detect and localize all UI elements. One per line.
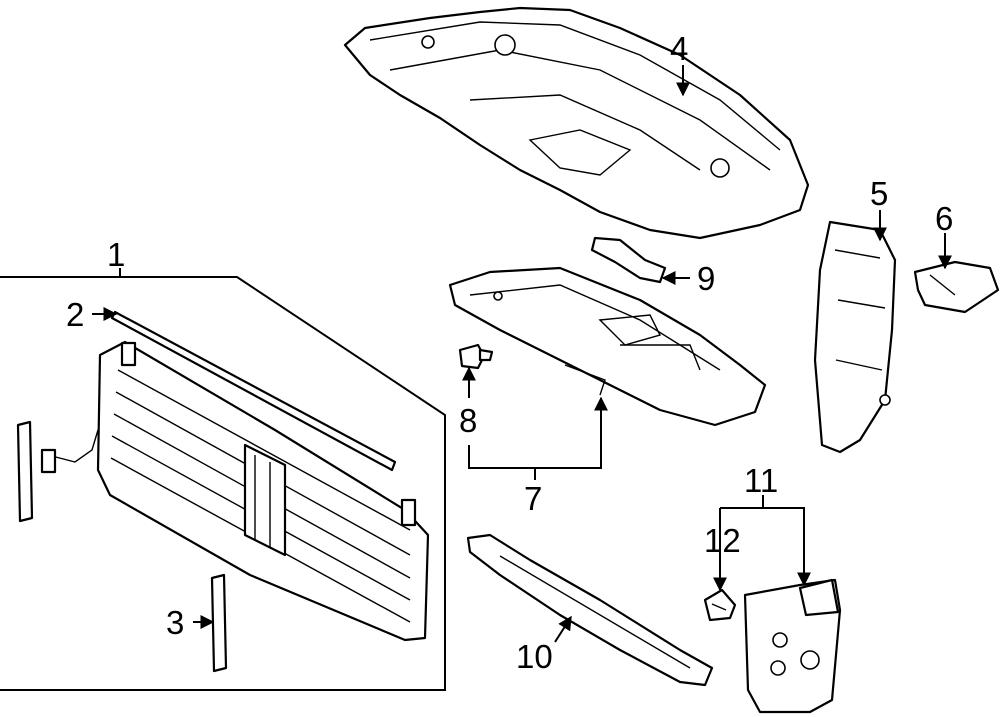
callout-7: 7 (524, 480, 542, 517)
callout-3: 3 (166, 604, 184, 641)
part-3-side-seal (16, 420, 228, 673)
callout-6: 6 (935, 200, 953, 237)
part-12-clip (703, 588, 737, 622)
callout-1: 1 (107, 236, 125, 273)
callout-11: 11 (744, 462, 778, 499)
part-4-upper-cover (343, 6, 810, 240)
part-9-bracket (590, 236, 667, 284)
callout-4: 4 (670, 30, 688, 67)
part-10-lower-deflector (466, 533, 714, 687)
callout-9: 9 (697, 260, 715, 297)
part-8-clip (458, 343, 494, 370)
callout-5: 5 (870, 175, 888, 212)
callout-2: 2 (66, 296, 84, 333)
part-1-assembly-box (0, 276, 446, 691)
part-6-duct (913, 260, 1000, 314)
leader-lines (92, 65, 952, 643)
callout-12: 12 (704, 522, 741, 559)
part-5-air-guide (813, 220, 897, 454)
callout-labels: 1 2 3 4 5 6 7 8 9 10 11 12 (66, 30, 953, 675)
part-1-grille-shutter (40, 340, 430, 642)
callout-8: 8 (459, 402, 477, 439)
part-11-latch-bracket (743, 578, 842, 714)
part-7-air-deflector (448, 266, 767, 427)
callout-10: 10 (516, 638, 553, 675)
